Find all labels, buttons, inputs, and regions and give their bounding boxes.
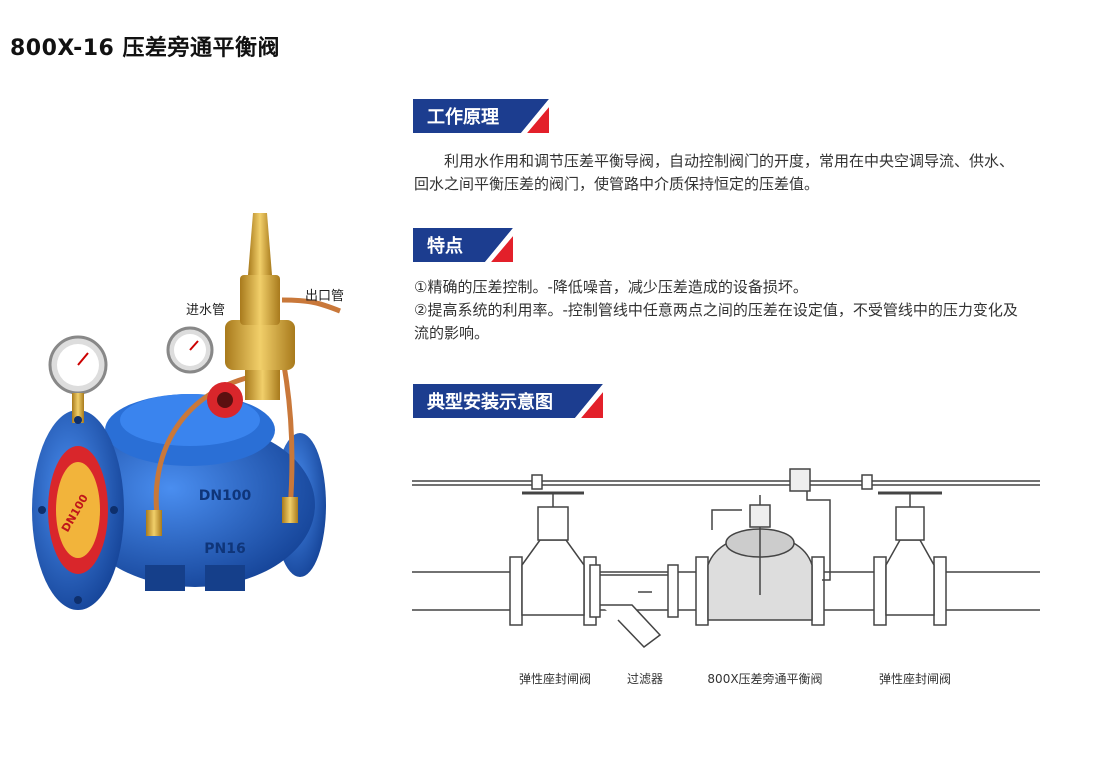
caption-balancing-valve: 800X压差旁通平衡阀: [707, 672, 823, 686]
section-heading-principle: 工作原理: [413, 99, 509, 133]
feature-item-1: ①精确的压差控制。-降低噪音，减少压差造成的设备损坏。: [414, 278, 808, 296]
tag-slash-icon: [509, 99, 549, 133]
installation-diagram: [412, 468, 1040, 648]
section-tag-features: 特点: [413, 228, 513, 262]
principle-text: 利用水作用和调节压差平衡导阀，自动控制阀门的开度，常用在中央空调导流、供水、回水…: [414, 152, 1015, 193]
tag-slash-icon: [473, 228, 513, 262]
body-marking-dn: DN100: [199, 488, 252, 504]
section-tag-install: 典型安装示意图: [413, 384, 603, 418]
tag-slash-icon: [563, 384, 603, 418]
label-outlet-pipe: 出口管: [305, 289, 345, 304]
label-inlet-pipe: 进水管: [186, 303, 226, 318]
section-heading-install: 典型安装示意图: [413, 384, 563, 418]
body-marking-pn: PN16: [204, 541, 245, 557]
caption-gate-valve-2: 弹性座封闸阀: [878, 672, 951, 686]
valve-product-image: DN100 DN100 PN16: [32, 213, 341, 610]
caption-gate-valve-1: 弹性座封闸阀: [518, 672, 591, 686]
feature-item-2: ②提高系统的利用率。-控制管线中任意两点之间的压差在设定值，不受管线中的压力变化…: [414, 301, 1018, 342]
page-title: 800X-16 压差旁通平衡阀: [10, 36, 280, 61]
caption-strainer: 过滤器: [626, 672, 663, 686]
section-heading-features: 特点: [413, 228, 473, 262]
section-tag-principle: 工作原理: [413, 99, 549, 133]
